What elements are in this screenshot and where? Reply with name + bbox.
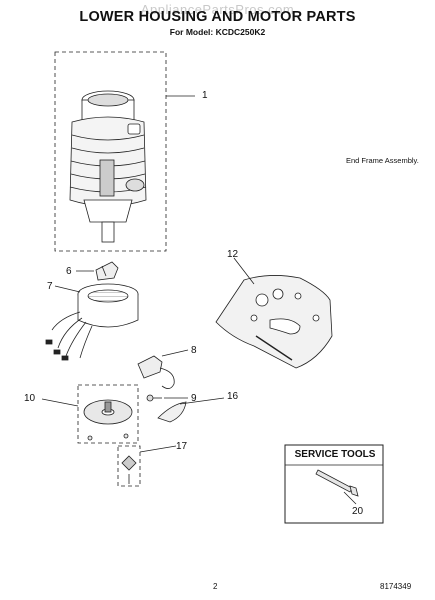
callout-12: 12 bbox=[227, 249, 239, 260]
model-subtitle: For Model: KCDC250K2 bbox=[169, 27, 266, 37]
leader-8 bbox=[161, 349, 189, 357]
document-number: 8174349 bbox=[380, 582, 412, 591]
callout-10: 10 bbox=[24, 393, 36, 404]
service-tools-box bbox=[284, 444, 384, 524]
motor-stator-part-7 bbox=[45, 283, 139, 361]
housing-group-box bbox=[54, 51, 167, 252]
callout-1: 1 bbox=[202, 90, 208, 101]
page-number: 2 bbox=[213, 582, 218, 591]
callout-8: 8 bbox=[191, 345, 197, 356]
callout-16: 16 bbox=[227, 391, 239, 402]
leader-16 bbox=[179, 397, 225, 405]
label-group-box bbox=[117, 445, 141, 487]
bracket-part-6 bbox=[95, 261, 119, 281]
watermark: AppliancePartsPros.com bbox=[140, 2, 295, 17]
leader-12 bbox=[233, 257, 255, 285]
wrench-tool-part-20 bbox=[315, 469, 359, 497]
leader-20 bbox=[343, 491, 357, 505]
lower-housing bbox=[69, 90, 147, 243]
end-plate-part-10 bbox=[83, 399, 133, 441]
leader-17 bbox=[139, 445, 177, 453]
leader-7 bbox=[54, 285, 81, 293]
end-frame-note: End Frame Assembly. bbox=[346, 156, 419, 165]
screw-part-9 bbox=[146, 394, 162, 402]
callout-17: 17 bbox=[176, 441, 188, 452]
callout-6: 6 bbox=[66, 266, 72, 277]
plate-group-box bbox=[77, 384, 139, 444]
switch-part-8 bbox=[137, 355, 175, 389]
label-part-17 bbox=[121, 455, 137, 484]
gasket-part-16 bbox=[157, 401, 187, 423]
callout-20: 20 bbox=[352, 506, 364, 517]
service-tools-title: SERVICE TOOLS bbox=[294, 449, 376, 460]
end-frame-cover-part-12 bbox=[215, 275, 333, 369]
callout-7: 7 bbox=[47, 281, 53, 292]
callout-9: 9 bbox=[191, 393, 197, 404]
page-title: LOWER HOUSING AND MOTOR PARTS bbox=[79, 9, 356, 25]
leader-10 bbox=[41, 398, 79, 407]
